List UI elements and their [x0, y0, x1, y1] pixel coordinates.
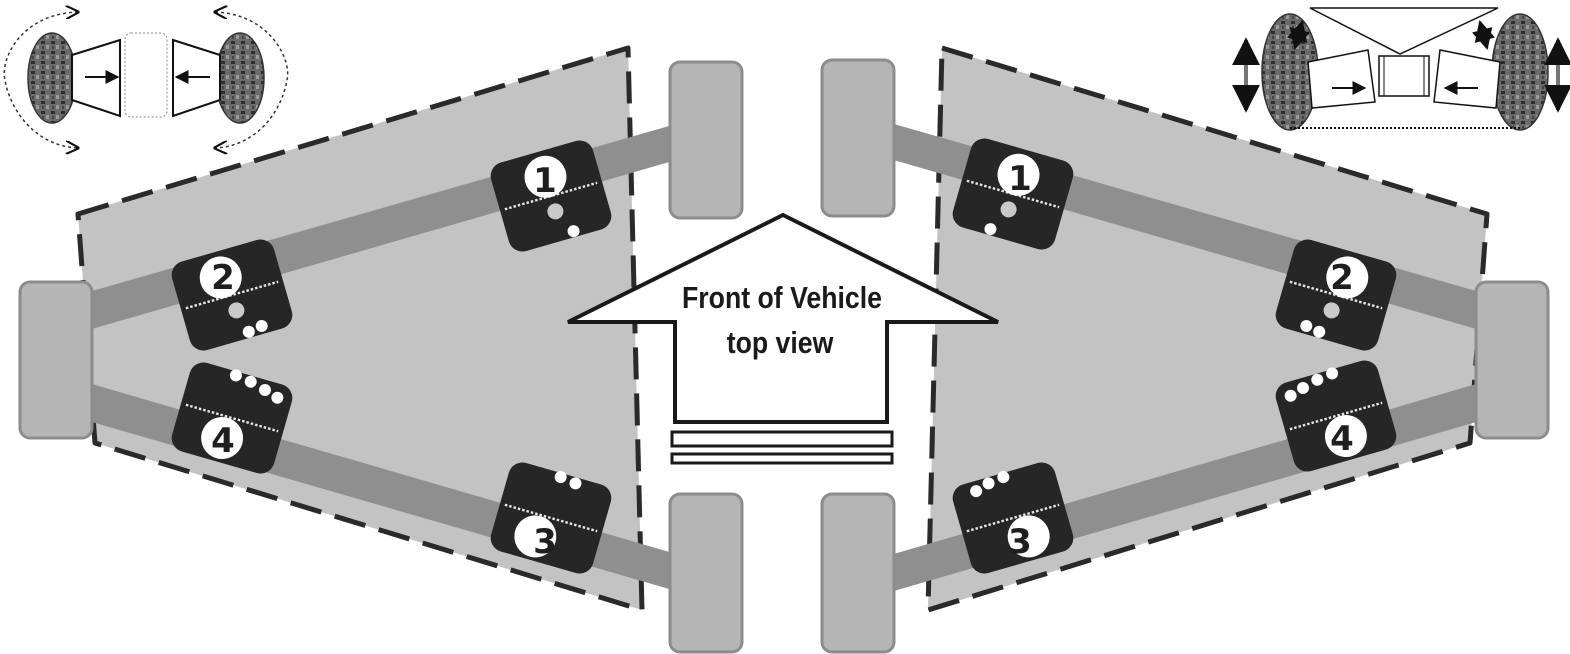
camber-gauge-triangle	[1309, 7, 1499, 55]
mount-number-badge	[201, 417, 244, 460]
left-outer-tire	[18, 280, 94, 440]
camber-center-block	[1378, 55, 1430, 97]
mount-number-badge	[997, 153, 1040, 196]
right-outer-tire	[1474, 280, 1550, 440]
left-mount-2-number: 2	[211, 258, 235, 298]
left-mount-2	[167, 234, 297, 356]
mount-number-badge	[514, 515, 557, 558]
mount-number-badge	[1324, 415, 1367, 458]
camber-plate-right	[1433, 49, 1501, 109]
diagonal-arrow-icon	[1471, 19, 1496, 51]
toe-center-gap	[124, 32, 168, 118]
arrow-base-bar-2	[670, 452, 894, 465]
right-suspension-half: 1 2 3 4	[820, 45, 1550, 654]
right-mount-3-number: 3	[1008, 522, 1032, 562]
right-mount-2	[1271, 234, 1401, 356]
mount-number-badge	[1326, 256, 1369, 299]
camber-inset	[1232, 7, 1570, 131]
left-suspension-half: 1 2 3 4	[18, 45, 744, 654]
right-mount-1	[948, 133, 1078, 255]
right-mount-1-number: 1	[1008, 159, 1032, 199]
rotation-path-right	[215, 12, 289, 148]
right-mount-2-number: 2	[1330, 258, 1354, 298]
right-mount-4	[1271, 355, 1401, 477]
arrow-base-bar-1	[670, 430, 894, 448]
right-mount-3	[948, 457, 1078, 579]
right-mount-4-number: 4	[1330, 419, 1354, 459]
left-front-upper-tire	[668, 60, 744, 220]
left-mount-4	[167, 357, 297, 479]
rotation-path-left	[3, 12, 78, 148]
mount-number-badge	[1007, 515, 1050, 558]
arrow-label-line2: top view	[727, 326, 834, 360]
left-mount-3-number: 3	[533, 522, 557, 562]
tire-photo-right-icon	[1491, 13, 1549, 131]
arrow-label-line1: Front of Vehicle	[682, 281, 882, 315]
mount-number-badge	[524, 155, 567, 198]
tire-photo-left-icon	[27, 32, 77, 124]
toe-in-inset	[3, 12, 289, 148]
right-front-upper-tire	[820, 58, 896, 218]
tire-photo-right-icon	[215, 32, 265, 124]
left-mount-1-number: 1	[533, 161, 557, 201]
left-front-lower-tire	[668, 492, 744, 654]
arrow-shape	[567, 212, 999, 424]
mount-number-badge	[199, 256, 242, 299]
left-mount-4-number: 4	[211, 421, 235, 461]
diagonal-arrow-icon	[1286, 19, 1311, 51]
left-mount-3	[486, 457, 616, 579]
right-front-lower-tire	[820, 492, 896, 654]
front-of-vehicle-arrow: Front of Vehicle top view	[567, 212, 999, 465]
left-mount-1	[486, 135, 616, 257]
